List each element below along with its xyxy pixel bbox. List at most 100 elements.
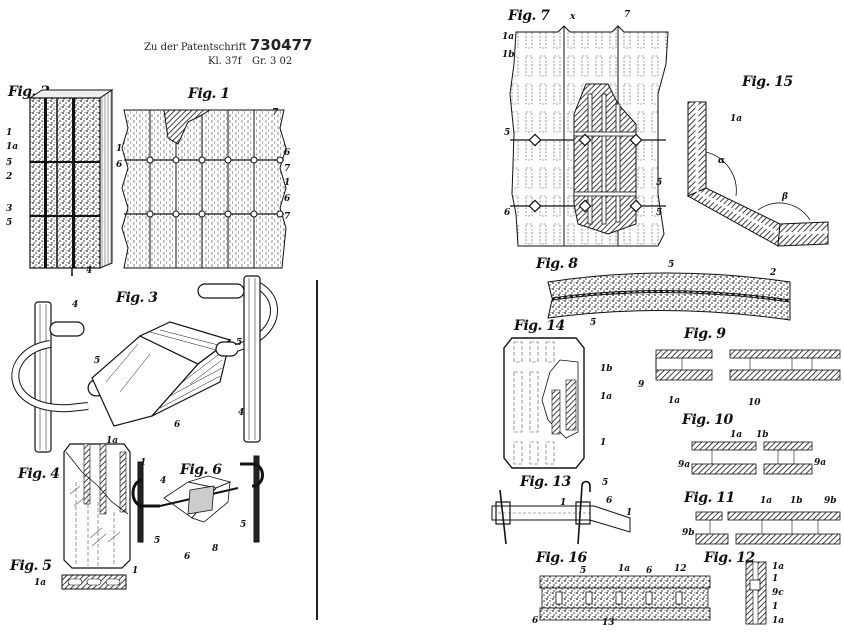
ref-numeral: 2 [770, 268, 777, 278]
ref-numeral: 1a [730, 430, 743, 440]
ref-numeral: 6 [116, 160, 123, 170]
ref-numeral: 9 [638, 380, 645, 390]
ref-numeral: 1b [502, 50, 515, 60]
ref-numeral: 7 [284, 212, 291, 222]
fig8-label: Fig. 8 [536, 256, 578, 272]
fig10-label: Fig. 10 [682, 412, 733, 428]
class-label: Kl. 37f [208, 56, 242, 67]
ref-numeral: 1b [600, 364, 613, 374]
patent-header: Zu der Patentschrift 730477 [144, 36, 312, 54]
group-label: Gr. 3 02 [251, 56, 293, 67]
ref-numeral: 1b [790, 496, 803, 506]
fig8-drawing [547, 272, 791, 321]
ref-numeral: 9b [824, 496, 837, 506]
ref-numeral: α [718, 156, 725, 166]
ref-numeral: 1 [132, 566, 139, 576]
sheet-border-line [316, 280, 318, 620]
fig5-label: Fig. 5 [10, 558, 52, 574]
fig14-label: Fig. 14 [514, 318, 565, 334]
ref-numeral: 6 [284, 148, 291, 158]
fig4-drawing [63, 443, 131, 569]
ref-numeral: 1 [140, 458, 147, 468]
fig2-drawing [28, 89, 114, 276]
fig10-drawing [691, 441, 813, 475]
patent-number: 730477 [249, 36, 313, 54]
ref-numeral: 1 [772, 574, 779, 584]
left-drawing-sheet: Zu der Patentschrift 730477 Kl. 37f Gr. … [0, 0, 320, 633]
fig15-drawing [686, 101, 829, 247]
ref-numeral: 1 [560, 498, 567, 508]
ref-numeral: 1a [772, 616, 785, 626]
ref-numeral: 4 [238, 408, 245, 418]
fig16-label: Fig. 16 [536, 550, 587, 566]
ref-numeral: 6 [532, 616, 539, 626]
ref-numeral: 5 [656, 178, 663, 188]
ref-numeral: 1b [756, 430, 769, 440]
ref-numeral: 4 [160, 476, 167, 486]
ref-numeral: 7 [624, 10, 631, 20]
ref-numeral: 3 [6, 204, 13, 214]
ref-numeral: 1a [618, 564, 631, 574]
fig13-drawing [491, 480, 631, 545]
ref-numeral: 1a [106, 436, 119, 446]
ref-numeral: 1a [34, 578, 47, 588]
fig1-label: Fig. 1 [188, 86, 230, 102]
fig12-drawing [745, 561, 767, 625]
fig4-label: Fig. 4 [18, 466, 60, 482]
ref-numeral: 4 [72, 300, 79, 310]
ref-numeral: 5 [504, 128, 511, 138]
fig3-label: Fig. 3 [116, 290, 158, 306]
fig15-label: Fig. 15 [742, 74, 793, 90]
ref-numeral: 6 [606, 496, 613, 506]
ref-numeral: 5 [6, 218, 13, 228]
fig11-drawing [695, 511, 841, 545]
ref-numeral: 9b [682, 528, 695, 538]
ref-numeral: 4 [86, 266, 93, 276]
header-prefix: Zu der Patentschrift [144, 42, 247, 53]
ref-numeral: 1a [760, 496, 773, 506]
ref-numeral: 2 [6, 172, 13, 182]
ref-numeral: 6 [504, 208, 511, 218]
fig6-label: Fig. 6 [180, 462, 222, 478]
ref-numeral: 5 [236, 338, 243, 348]
ref-numeral: 5 [656, 208, 663, 218]
ref-numeral: 1a [668, 396, 681, 406]
ref-numeral: x [570, 12, 576, 22]
ref-numeral: 1 [116, 144, 123, 154]
ref-numeral: 1a [730, 114, 743, 124]
fig1-drawing [121, 109, 287, 269]
ref-numeral: 5 [580, 566, 587, 576]
right-drawing-sheet: Fig. 7 [430, 0, 844, 633]
ref-numeral: 9a [678, 460, 691, 470]
fig7-label: Fig. 7 [508, 8, 550, 24]
ref-numeral: 13 [602, 618, 615, 628]
ref-numeral: 5 [668, 260, 675, 270]
ref-numeral: 7 [272, 108, 279, 118]
ref-numeral: 6 [184, 552, 191, 562]
ref-numeral: 1a [600, 392, 613, 402]
fig9-drawing [655, 349, 841, 381]
ref-numeral: 7 [284, 164, 291, 174]
ref-numeral: 6 [646, 566, 653, 576]
ref-numeral: 6 [174, 420, 181, 430]
ref-numeral: 9a [814, 458, 827, 468]
ref-numeral: β [782, 192, 788, 202]
ref-numeral: 1 [600, 438, 607, 448]
ref-numeral: 1 [284, 178, 291, 188]
fig6-drawing [131, 455, 264, 543]
ref-numeral: 5 [602, 478, 609, 488]
ref-numeral: 5 [240, 520, 247, 530]
ref-numeral: 1 [626, 508, 633, 518]
ref-numeral: 9c [772, 588, 784, 598]
ref-numeral: 5 [590, 318, 597, 328]
ref-numeral: 5 [6, 158, 13, 168]
ref-numeral: 6 [284, 194, 291, 204]
ref-numeral: 1a [6, 142, 19, 152]
fig5-drawing [61, 574, 127, 590]
ref-numeral: 8 [212, 544, 219, 554]
fig16-drawing [539, 575, 711, 621]
fig3-drawing [11, 275, 278, 453]
fig12-label: Fig. 12 [704, 550, 755, 566]
fig11-label: Fig. 11 [684, 490, 735, 506]
